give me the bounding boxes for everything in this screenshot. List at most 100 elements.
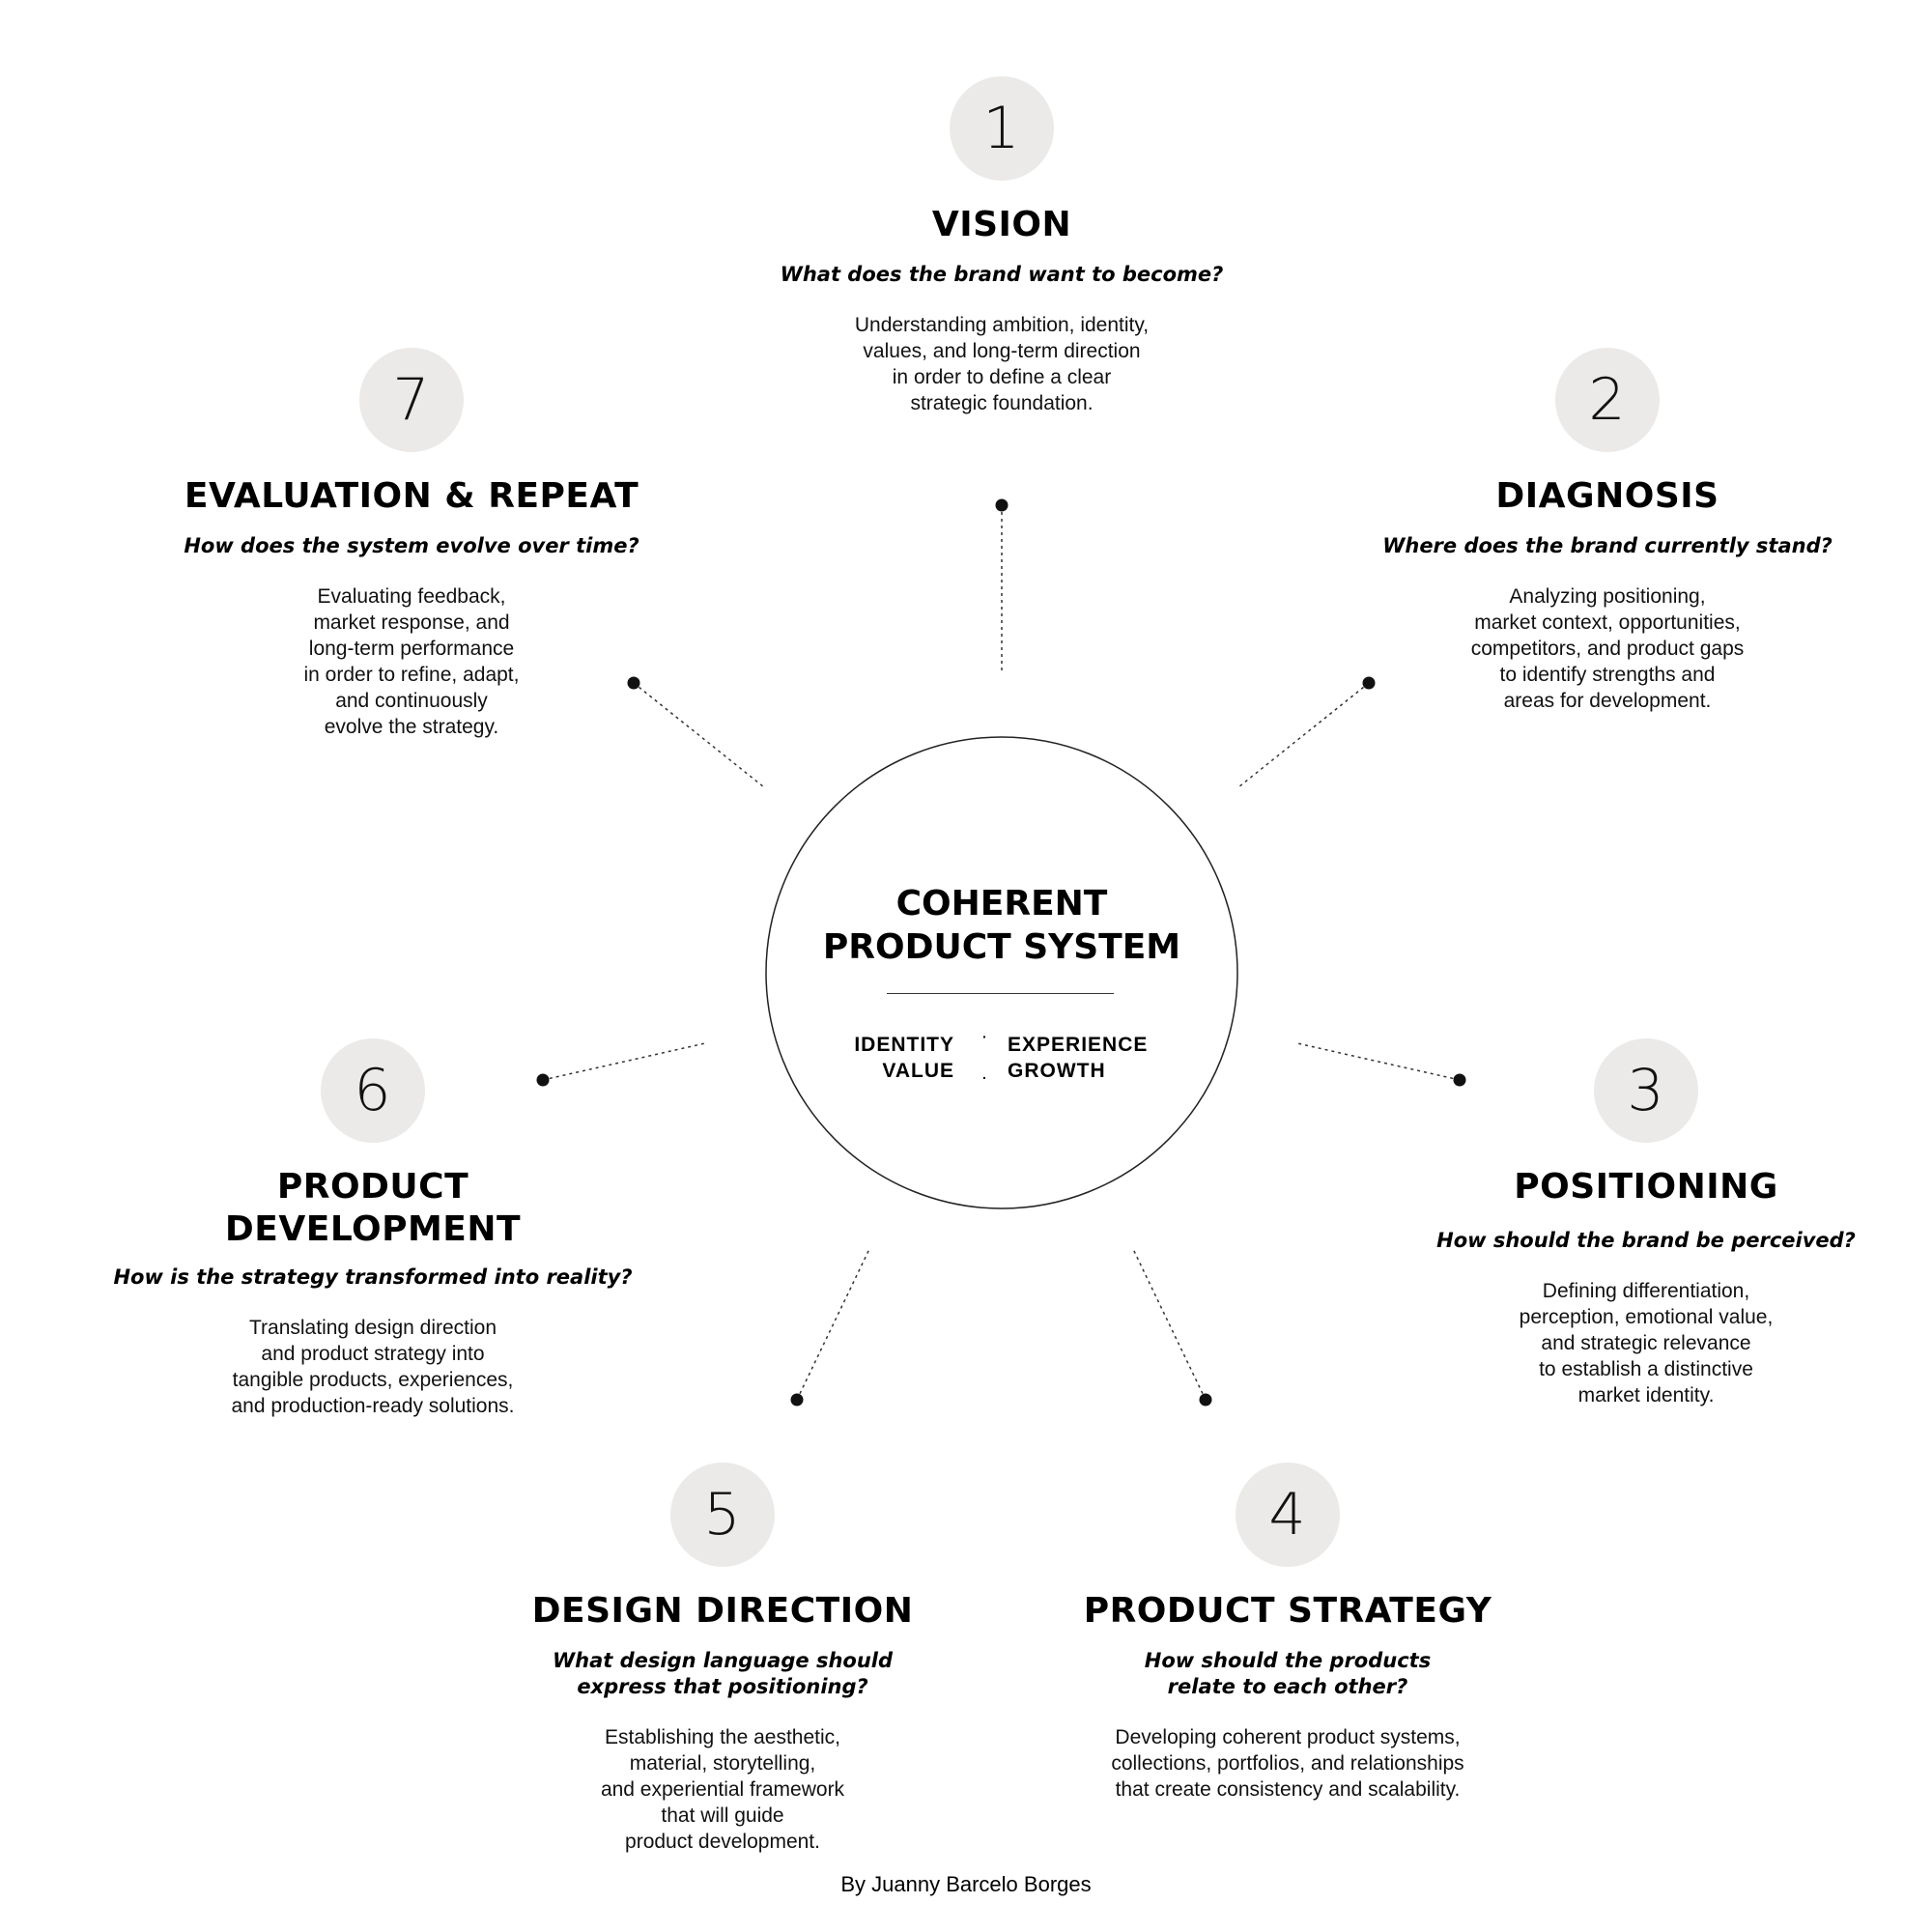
center-circle-outline bbox=[765, 736, 1238, 1209]
pillar-identity: IDENTITY bbox=[854, 1034, 954, 1056]
step-design-direction: 5 DESIGN DIRECTION What design language … bbox=[413, 1463, 1032, 1855]
step-description-line: Developing coherent product systems, bbox=[1115, 1726, 1461, 1748]
step-question: How should the brand be perceived? bbox=[1337, 1228, 1932, 1254]
step-description-line: in order to define a clear bbox=[892, 366, 1112, 388]
connector-dot-vision bbox=[995, 498, 1009, 512]
step-title: PRODUCT STRATEGY bbox=[1083, 1591, 1492, 1631]
step-title: PRODUCT DEVELOPMENT bbox=[64, 1166, 682, 1251]
step-number-badge: 6 bbox=[321, 1038, 425, 1143]
center-title-line-2: PRODUCT SYSTEM bbox=[822, 927, 1181, 967]
step-title: DIAGNOSIS bbox=[1495, 476, 1719, 516]
step-number-badge: 3 bbox=[1594, 1038, 1698, 1143]
step-number-badge: 7 bbox=[359, 348, 464, 452]
step-number-badge: 1 bbox=[950, 76, 1054, 181]
center-divider bbox=[887, 993, 1114, 994]
step-description-line: and strategic relevance bbox=[1541, 1332, 1751, 1354]
step-description-line: Translating design direction bbox=[248, 1317, 497, 1339]
step-description-line: Analyzing positioning, bbox=[1509, 585, 1706, 608]
step-question-line: How is the strategy transformed into rea… bbox=[113, 1265, 633, 1289]
step-number: 7 bbox=[392, 366, 431, 434]
connector-dot-evaluation bbox=[627, 676, 640, 690]
step-description-line: tangible products, experiences, bbox=[232, 1369, 514, 1391]
step-description: Understanding ambition, identity, values… bbox=[693, 312, 1311, 416]
step-product-strategy: 4 PRODUCT STRATEGY How should the produc… bbox=[979, 1463, 1597, 1803]
connector-line-product-strategy bbox=[1132, 1248, 1207, 1401]
step-question-line: express that positioning? bbox=[577, 1675, 868, 1698]
step-description: Analyzing positioning, market context, o… bbox=[1298, 583, 1917, 714]
step-number-badge: 5 bbox=[670, 1463, 775, 1567]
step-number-badge: 4 bbox=[1236, 1463, 1340, 1567]
step-product-development: 6 PRODUCT DEVELOPMENT How is the strateg… bbox=[64, 1038, 682, 1419]
center-title-line-1: COHERENT bbox=[895, 884, 1108, 923]
step-number: 1 bbox=[982, 95, 1021, 162]
step-question-line: How does the system evolve over time? bbox=[184, 534, 639, 557]
step-question: How is the strategy transformed into rea… bbox=[64, 1264, 682, 1291]
step-question-line: What design language should bbox=[552, 1649, 894, 1672]
step-description-line: Defining differentiation, bbox=[1542, 1280, 1750, 1302]
step-number: 3 bbox=[1627, 1057, 1665, 1124]
step-description-line: Evaluating feedback, bbox=[317, 585, 506, 608]
step-description-line: product development. bbox=[625, 1831, 820, 1853]
step-description: Establishing the aesthetic, material, st… bbox=[413, 1724, 1032, 1855]
step-description-line: values, and long-term direction bbox=[863, 340, 1141, 362]
center-title: COHERENT PRODUCT SYSTEM bbox=[766, 882, 1237, 969]
step-question-line: relate to each other? bbox=[1167, 1675, 1408, 1698]
step-diagnosis: 2 DIAGNOSIS Where does the brand current… bbox=[1298, 348, 1917, 714]
pillar-separator-top: · bbox=[982, 1029, 988, 1044]
connector-dot-positioning bbox=[1453, 1073, 1466, 1087]
connector-dot-product-strategy bbox=[1199, 1393, 1212, 1406]
step-question-line: What does the brand want to become? bbox=[780, 263, 1224, 286]
connector-line-positioning bbox=[1296, 1042, 1461, 1081]
step-title: POSITIONING bbox=[1514, 1167, 1778, 1207]
step-description-line: evolve the strategy. bbox=[324, 716, 499, 738]
step-number: 6 bbox=[354, 1057, 392, 1124]
step-description-line: Establishing the aesthetic, bbox=[605, 1726, 840, 1748]
step-positioning: 3 POSITIONING How should the brand be pe… bbox=[1337, 1038, 1932, 1408]
step-number: 2 bbox=[1588, 366, 1627, 434]
step-description-line: collections, portfolios, and relationshi… bbox=[1111, 1752, 1464, 1775]
step-description-line: and production-ready solutions. bbox=[231, 1395, 515, 1417]
step-title-line: PRODUCT bbox=[276, 1167, 469, 1207]
step-number: 5 bbox=[703, 1481, 742, 1548]
step-question: What does the brand want to become? bbox=[693, 262, 1311, 288]
step-description: Evaluating feedback, market response, an… bbox=[102, 583, 721, 740]
pillar-experience: EXPERIENCE bbox=[1008, 1034, 1149, 1056]
step-description-line: Understanding ambition, identity, bbox=[854, 314, 1150, 336]
step-description-line: in order to refine, adapt, bbox=[303, 664, 520, 686]
step-title-line: DEVELOPMENT bbox=[224, 1209, 522, 1249]
step-description: Translating design direction and product… bbox=[64, 1315, 682, 1419]
step-number-badge: 2 bbox=[1555, 348, 1660, 452]
step-title: EVALUATION & REPEAT bbox=[184, 476, 639, 516]
step-description-line: to establish a distinctive bbox=[1539, 1358, 1753, 1380]
step-question-line: Where does the brand currently stand? bbox=[1382, 534, 1833, 557]
step-description-line: that create consistency and scalability. bbox=[1115, 1778, 1461, 1801]
connector-line-design-direction bbox=[796, 1248, 870, 1401]
step-question: Where does the brand currently stand? bbox=[1298, 533, 1917, 559]
connector-line-diagnosis bbox=[1237, 682, 1370, 788]
step-description: Defining differentiation, perception, em… bbox=[1337, 1278, 1932, 1408]
author-byline: By Juanny Barcelo Borges bbox=[840, 1872, 1092, 1896]
pillar-value: VALUE bbox=[882, 1060, 954, 1082]
step-description-line: market identity. bbox=[1577, 1384, 1715, 1406]
connector-line-product-development bbox=[542, 1042, 706, 1081]
step-description-line: and experiential framework bbox=[600, 1778, 845, 1801]
step-description-line: strategic foundation. bbox=[910, 392, 1094, 414]
step-description-line: market response, and bbox=[313, 611, 510, 634]
connector-dot-diagnosis bbox=[1362, 676, 1376, 690]
step-question-line: How should the products bbox=[1144, 1649, 1432, 1672]
step-description-line: and continuously bbox=[335, 690, 488, 712]
pillar-growth: GROWTH bbox=[1008, 1060, 1106, 1082]
step-question: What design language should express that… bbox=[413, 1648, 1032, 1700]
center-hub: COHERENT PRODUCT SYSTEM IDENTITY · EXPER… bbox=[766, 737, 1237, 1208]
step-question: How does the system evolve over time? bbox=[102, 533, 721, 559]
step-description-line: perception, emotional value, bbox=[1519, 1306, 1774, 1328]
connector-dot-design-direction bbox=[790, 1393, 804, 1406]
step-description-line: competitors, and product gaps bbox=[1470, 638, 1745, 660]
step-evaluation-repeat: 7 EVALUATION & REPEAT How does the syste… bbox=[102, 348, 721, 740]
step-description-line: to identify strengths and bbox=[1499, 664, 1716, 686]
step-title: DESIGN DIRECTION bbox=[531, 1591, 914, 1631]
pillar-separator-bottom: . bbox=[982, 1066, 987, 1082]
connector-line-evaluation bbox=[633, 682, 765, 788]
step-description: Developing coherent product systems, col… bbox=[979, 1724, 1597, 1803]
